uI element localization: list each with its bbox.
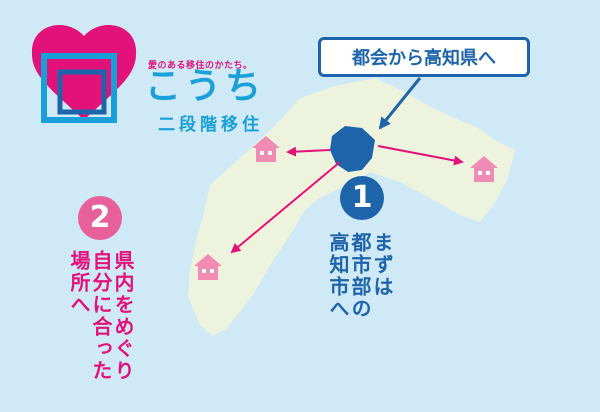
- kochi-city-shape: [330, 126, 375, 172]
- logo-title: こうち: [145, 66, 266, 107]
- arrow-to-northwest: [286, 146, 331, 157]
- logo-tagline: 愛のある移住のかたち。: [148, 61, 253, 71]
- step2-number-badge: 2: [78, 196, 122, 240]
- step1-line-2: 都市部の: [348, 232, 372, 320]
- logo-subtitle: 二段階移住: [158, 115, 263, 135]
- house-icon-southwest: [194, 254, 222, 280]
- step1-number-badge: 1: [340, 176, 384, 220]
- arrow-to-southwest: [230, 161, 341, 254]
- callout-text: 都会から高知県へ: [352, 48, 496, 69]
- step2-line-2: 自分に合った: [89, 250, 113, 382]
- step1-line-1: まずは: [370, 232, 394, 298]
- house-icon-east: [470, 156, 498, 182]
- step2-line-3: 場所へ: [67, 250, 91, 316]
- step1-line-3: 高知市へ: [326, 232, 350, 320]
- step1-text: まずは 都市部の 高知市へ: [326, 232, 394, 320]
- heart-logo-icon: [31, 24, 137, 123]
- kochi-logo: [20, 22, 280, 142]
- step2-text: 県内をめぐり 自分に合った 場所へ: [67, 250, 135, 382]
- callout-pointer-arrow: [378, 77, 422, 130]
- arrow-to-east: [377, 145, 464, 166]
- step2-line-1: 県内をめぐり: [111, 250, 135, 382]
- callout-box: 都会から高知県へ: [318, 37, 530, 77]
- house-icon-northwest: [252, 136, 280, 162]
